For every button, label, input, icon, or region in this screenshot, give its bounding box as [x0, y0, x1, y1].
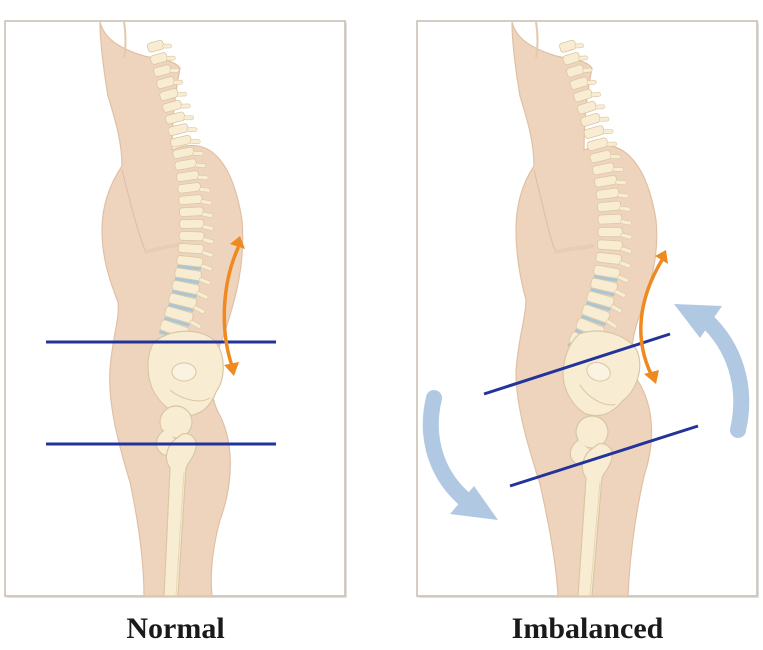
spinous-process	[613, 167, 624, 171]
panel-imbalanced	[416, 20, 759, 598]
spinous-process	[610, 155, 620, 159]
spinous-process	[187, 128, 197, 132]
vertebra	[597, 201, 621, 212]
spinous-process	[173, 80, 183, 84]
vertebra	[179, 207, 203, 217]
spinous-process	[607, 142, 617, 146]
spinous-process	[603, 129, 613, 133]
spinous-process	[180, 104, 190, 108]
spinous-process	[166, 56, 175, 60]
spinous-process	[170, 68, 179, 72]
spinous-process	[197, 175, 208, 180]
spinous-process	[184, 116, 194, 120]
spinous-process	[595, 105, 605, 110]
spinous-process	[591, 92, 601, 97]
vertebra	[178, 243, 204, 254]
spinous-process	[587, 80, 597, 85]
spinous-process	[195, 163, 206, 168]
spinous-process	[616, 180, 627, 185]
spinous-process	[190, 139, 200, 143]
vertebra	[598, 227, 622, 236]
spinous-process	[177, 92, 187, 96]
vertebra	[180, 219, 204, 228]
spinous-process	[575, 44, 584, 48]
caption-normal: Normal	[4, 612, 347, 646]
vertebra	[598, 214, 622, 224]
spinous-process	[583, 68, 593, 73]
spinous-process	[618, 193, 629, 198]
normal-figure	[4, 20, 347, 598]
spinous-process	[163, 44, 172, 48]
vertebra	[179, 194, 203, 205]
spinous-process	[599, 117, 609, 121]
panel-normal	[4, 20, 347, 598]
spinous-process	[193, 151, 204, 155]
imbalanced-figure	[416, 20, 759, 598]
spinous-process	[579, 56, 588, 60]
caption-imbalanced: Imbalanced	[416, 612, 759, 646]
vertebra	[597, 240, 622, 251]
vertebra	[179, 231, 204, 241]
